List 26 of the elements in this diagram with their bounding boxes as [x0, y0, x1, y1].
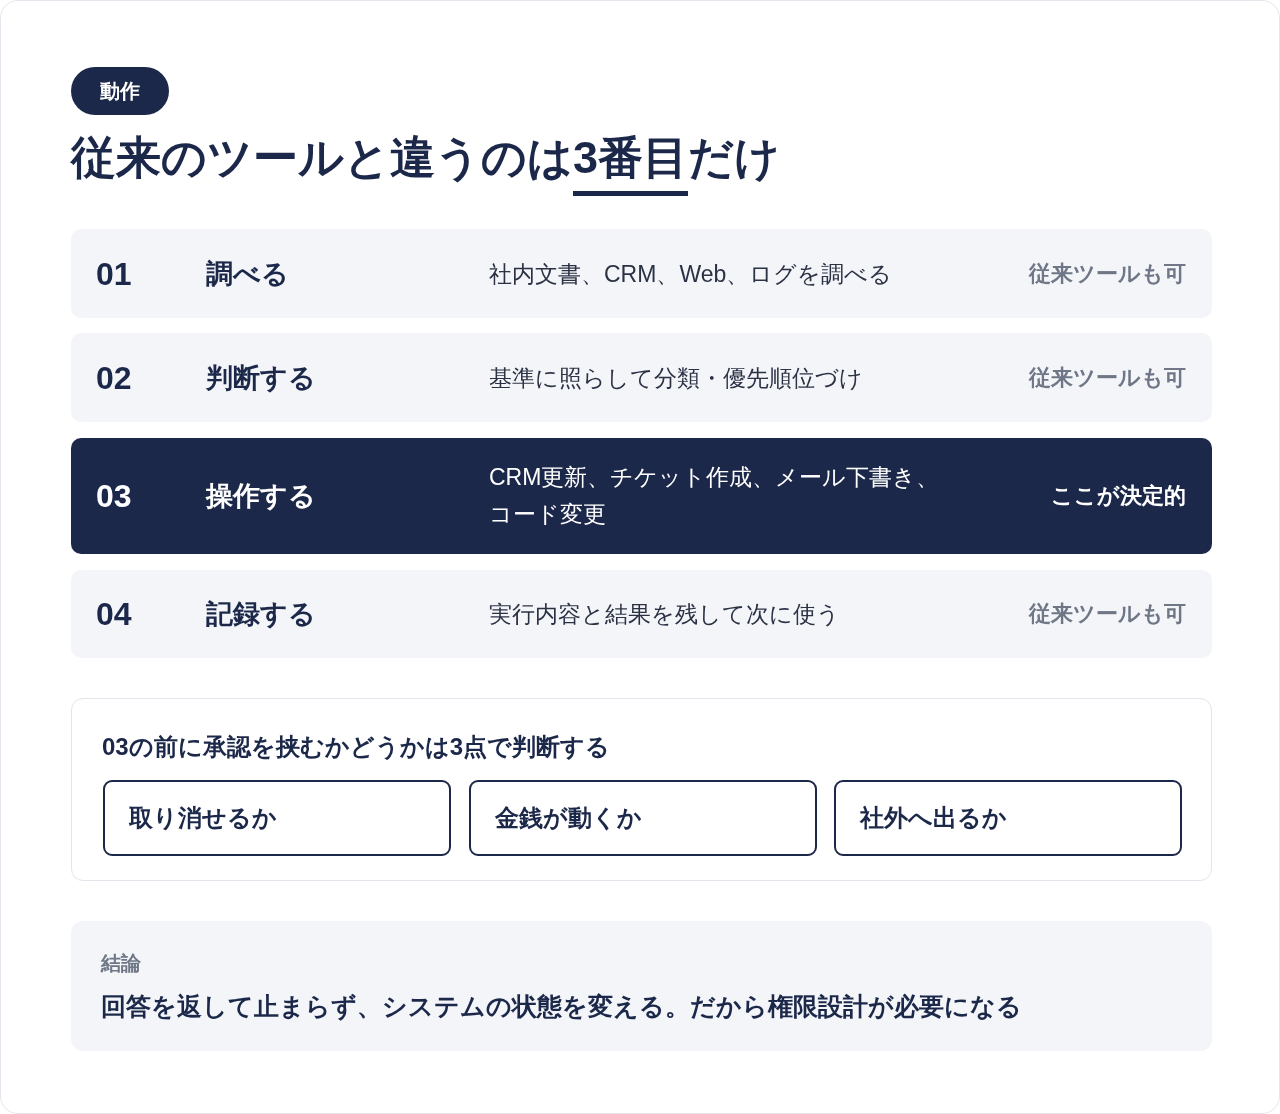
step-title: 判断する: [206, 361, 316, 395]
step-number: 04: [96, 595, 132, 633]
step-description: 基準に照らして分類・優先順位づけ: [489, 363, 863, 393]
page-title: 従来のツールと違うのは3番目だけ: [71, 131, 781, 197]
step-title: 操作する: [206, 480, 316, 513]
step-number: 01: [96, 255, 132, 292]
criteria-heading: 03の前に承認を挟むかどうかは3点で判断する: [102, 732, 611, 762]
step-note: 従来ツールも可: [1029, 600, 1186, 628]
step-description: 実行内容と結果を残して次に使う: [489, 599, 840, 629]
step-note: ここが決定的: [1051, 482, 1186, 510]
step-number: 02: [96, 359, 132, 396]
criterion-box: 社外へ出るか: [834, 780, 1182, 856]
criterion-box: 金銭が動くか: [469, 780, 817, 856]
step-title: 調べる: [206, 257, 289, 291]
step-description: 社内文書、CRM、Web、ログを調べる: [489, 259, 893, 289]
conclusion-text: 回答を返して止まらず、システムの状態を変える。だから権限設計が必要になる: [101, 991, 1022, 1023]
step-title: 記録する: [206, 598, 316, 631]
step-number: 03: [96, 477, 132, 515]
step-note: 従来ツールも可: [1029, 363, 1186, 392]
step-description: CRM更新、チケット作成、メール下書き、コード変更: [489, 463, 941, 529]
criteria-panel: [71, 698, 1212, 881]
conclusion-label: 結論: [101, 951, 141, 976]
criterion-box: 取り消せるか: [103, 780, 451, 856]
step-row: [71, 438, 1212, 554]
step-note: 従来ツールも可: [1029, 259, 1186, 288]
category-tag: 動作: [71, 67, 169, 115]
